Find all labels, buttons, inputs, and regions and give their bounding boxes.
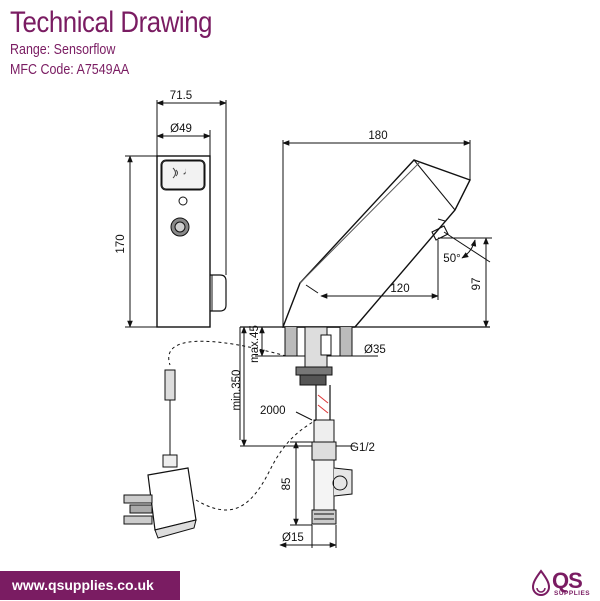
range-line: Range: Sensorflow: [10, 42, 115, 58]
dim-spout-angle: 50°: [443, 253, 460, 265]
logo-sub: SUPPLIES: [554, 590, 591, 597]
dim-hose-length: min.350: [231, 370, 243, 411]
power-adaptor: [123, 340, 317, 539]
mfc-label: MFC Code:: [10, 62, 74, 78]
dim-width-total: 71.5: [170, 90, 192, 102]
dim-body-diameter: Ø49: [170, 123, 192, 135]
dim-hole-diameter: Ø35: [364, 344, 386, 356]
page-title: Technical Drawing: [10, 6, 213, 39]
dim-valve-height: 85: [281, 478, 293, 491]
dim-outlet-height: 97: [471, 278, 483, 291]
mfc-value: A7549AA: [76, 62, 130, 78]
dim-spout-length: 180: [368, 130, 387, 142]
mfc-line: MFC Code: A7549AA: [10, 62, 129, 78]
footer-url[interactable]: www.qsupplies.co.uk: [12, 577, 154, 593]
dim-deck-thickness: max.45: [249, 325, 261, 363]
sensor-icon: [172, 167, 186, 179]
technical-drawing: 71.5 Ø49 170 180 120 97 50° max.45 Ø35 m…: [115, 90, 492, 548]
footer-banner: www.qsupplies.co.uk: [0, 571, 180, 600]
dim-thread: G1/2: [350, 442, 375, 454]
range-label: Range:: [10, 42, 51, 58]
side-view: [240, 159, 490, 525]
dim-height: 170: [115, 234, 127, 253]
front-view: [156, 155, 227, 328]
logo-text: QS: [552, 568, 583, 593]
range-value: Sensorflow: [53, 42, 116, 58]
droplet-icon: [531, 569, 551, 596]
qs-logo: QS SUPPLIES: [530, 568, 600, 600]
dim-pipe-diameter: Ø15: [282, 532, 304, 544]
dim-cable-length: 2000: [260, 405, 286, 417]
dim-outlet-projection: 120: [390, 283, 409, 295]
